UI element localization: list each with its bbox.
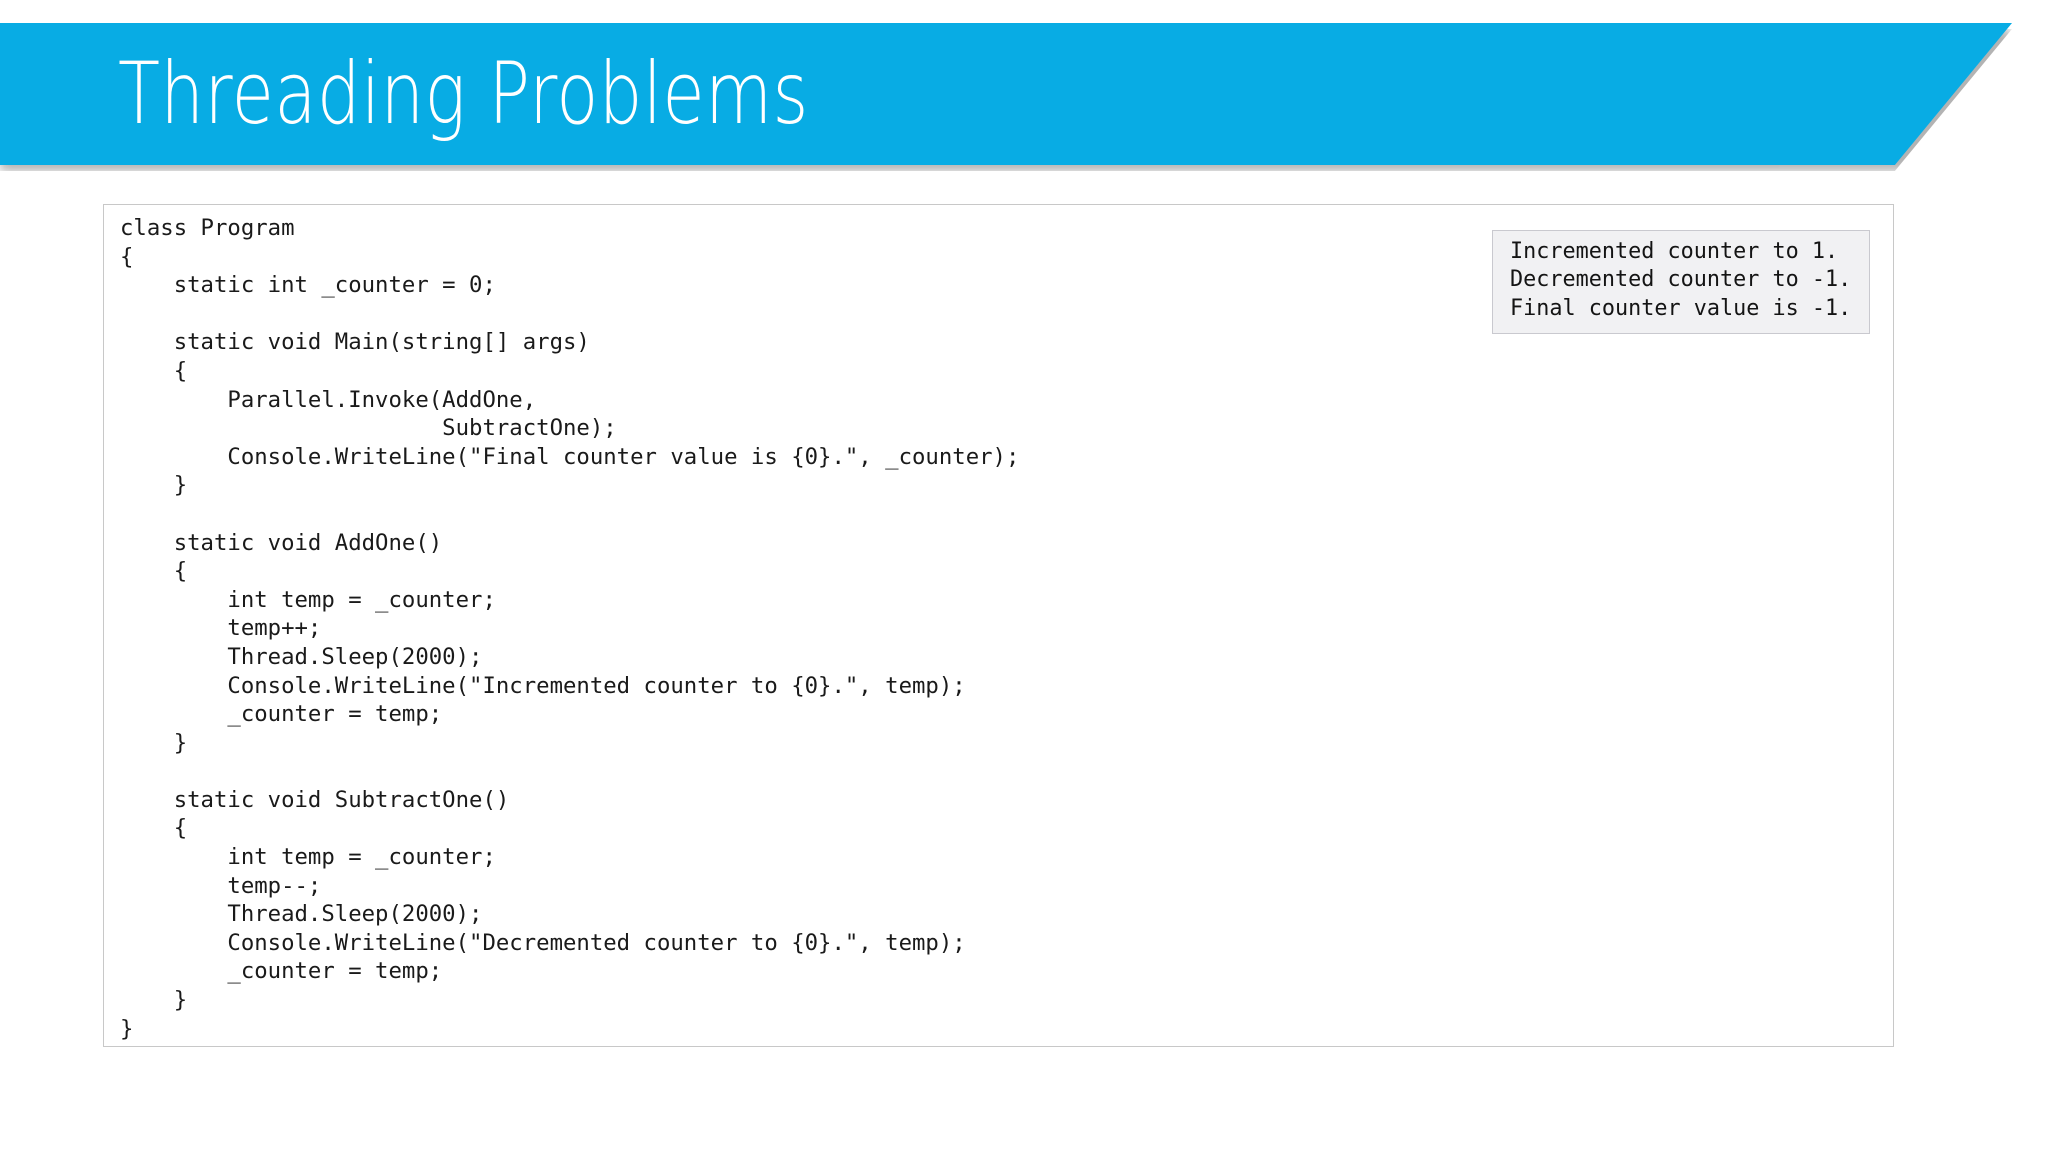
page-title: Threading Problems bbox=[118, 44, 809, 144]
banner-shape bbox=[0, 23, 2012, 165]
code-listing: class Program { static int _counter = 0;… bbox=[120, 215, 1020, 1042]
console-output-box: Incremented counter to 1. Decremented co… bbox=[1492, 230, 1870, 334]
code-panel: class Program { static int _counter = 0;… bbox=[103, 204, 1894, 1047]
console-output-text: Incremented counter to 1. Decremented co… bbox=[1510, 239, 1852, 321]
slide-title-banner: Threading Problems bbox=[0, 23, 2012, 171]
